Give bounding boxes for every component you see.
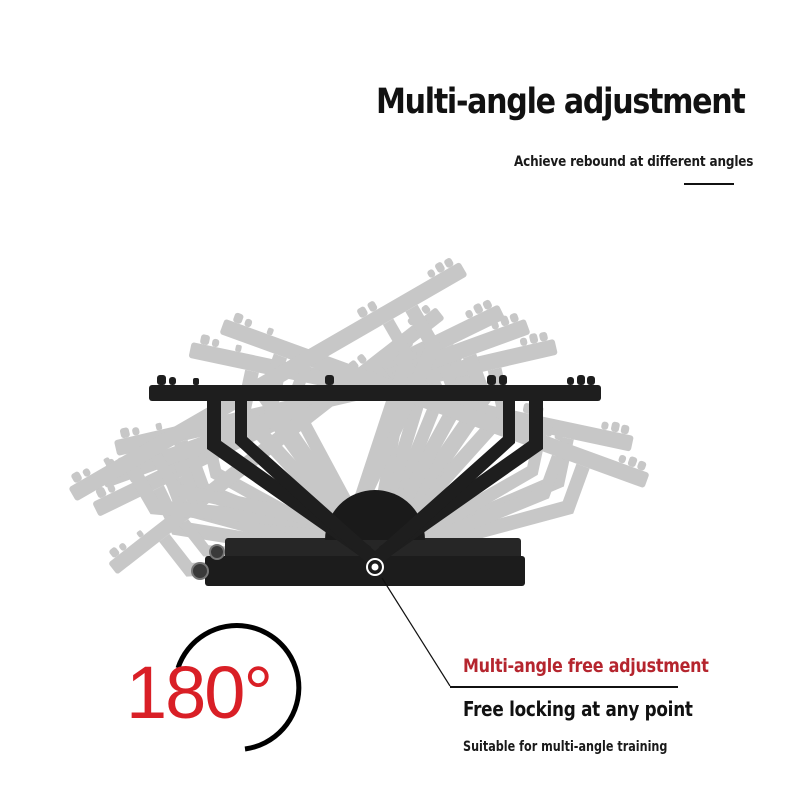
feature-sub-text: Suitable for multi-angle training	[463, 739, 668, 755]
feature-main-text: Free locking at any point	[463, 697, 693, 721]
feature-divider	[450, 686, 678, 688]
feature-title: Multi-angle free adjustment	[463, 655, 709, 677]
rotation-angle-value: 180°	[126, 651, 273, 734]
ghost-frames	[63, 253, 654, 693]
arc-180-icon	[175, 623, 302, 752]
page-subtitle: Achieve rebound at different angles	[513, 154, 753, 170]
callout-line	[381, 577, 451, 687]
pivot-marker	[366, 558, 384, 576]
subtitle-underline	[684, 183, 734, 185]
page-title: Multi-angle adjustment	[376, 82, 746, 122]
